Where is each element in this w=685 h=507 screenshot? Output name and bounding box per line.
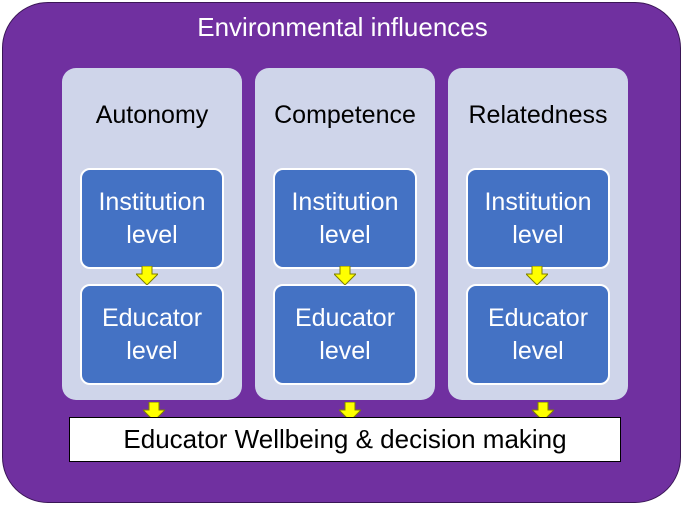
diagram-title: Environmental influences bbox=[197, 12, 488, 42]
column-title-competence: Competence bbox=[274, 101, 416, 129]
educator-box-line1: Educator bbox=[487, 303, 589, 332]
institution-box-line1: Institution bbox=[98, 187, 206, 216]
down-arrow-icon bbox=[143, 402, 165, 421]
institution-box-line2: level bbox=[126, 220, 178, 249]
institution-box-line1: Institution bbox=[484, 187, 592, 216]
column-autonomy: Autonomy Institution level Educator leve… bbox=[62, 68, 242, 400]
column-relatedness: Relatedness Institution level Educator l… bbox=[448, 68, 628, 400]
down-arrow-icon bbox=[532, 402, 554, 421]
outcome-box: Educator Wellbeing & decision making bbox=[69, 417, 621, 462]
down-arrow-icon bbox=[526, 266, 548, 285]
educator-box-line1: Educator bbox=[294, 303, 396, 332]
institution-level-box-competence: Institution level bbox=[273, 168, 417, 269]
educator-level-box-relatedness: Educator level bbox=[466, 284, 610, 385]
down-arrow-icon bbox=[136, 266, 158, 285]
educator-box-line2: level bbox=[126, 336, 178, 365]
down-arrow-icon bbox=[339, 402, 361, 421]
institution-level-box-relatedness: Institution level bbox=[466, 168, 610, 269]
educator-level-box-competence: Educator level bbox=[273, 284, 417, 385]
educator-box-line2: level bbox=[319, 336, 371, 365]
educator-level-box-autonomy: Educator level bbox=[80, 284, 224, 385]
down-arrow-icon bbox=[334, 266, 356, 285]
institution-box-line2: level bbox=[512, 220, 564, 249]
column-title-relatedness: Relatedness bbox=[468, 101, 608, 129]
column-title-autonomy: Autonomy bbox=[95, 101, 209, 129]
column-competence: Competence Institution level Educator le… bbox=[255, 68, 435, 400]
educator-box-line1: Educator bbox=[101, 303, 203, 332]
educator-box-line2: level bbox=[512, 336, 564, 365]
institution-box-line1: Institution bbox=[291, 187, 399, 216]
institution-level-box-autonomy: Institution level bbox=[80, 168, 224, 269]
institution-box-line2: level bbox=[319, 220, 371, 249]
